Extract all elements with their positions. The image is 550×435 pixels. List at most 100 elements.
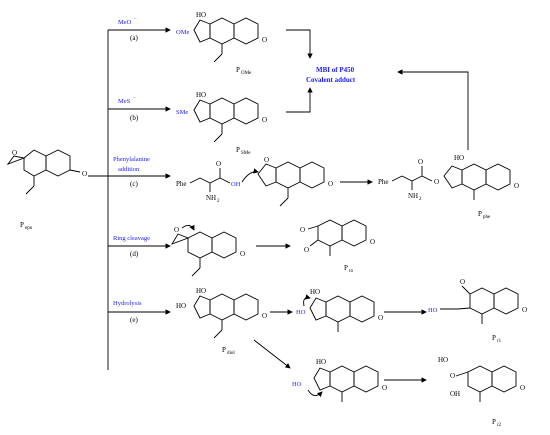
- svg-text:OH: OH: [231, 181, 241, 188]
- svg-text:P: P: [236, 146, 240, 154]
- svg-text:O: O: [460, 278, 465, 286]
- reagent-phenylalanine: Phenylalanine addition: [113, 156, 150, 173]
- pathway-label-d: (d): [130, 250, 139, 258]
- structure-p-r1: O O HO: [428, 278, 527, 324]
- structure-p-sme: SMe HO O: [176, 91, 267, 143]
- svg-text:Phe: Phe: [378, 178, 389, 186]
- structure-r2-intermediate: HO HO O: [292, 358, 387, 402]
- mbi-label: MBI of P450 Covalent adduct: [306, 66, 356, 84]
- svg-text:O: O: [216, 160, 221, 168]
- svg-text:O: O: [82, 170, 87, 178]
- svg-text:HO: HO: [316, 358, 326, 366]
- svg-text:−: −: [134, 17, 137, 22]
- reagent-meo: MeO −: [118, 17, 137, 26]
- svg-text:HO: HO: [296, 309, 306, 316]
- label-p-ro: P ro: [344, 264, 354, 274]
- structure-p-phe: Phe O O NH 2 HO O: [378, 154, 519, 202]
- svg-text:diol: diol: [227, 351, 235, 356]
- svg-text:phe: phe: [483, 215, 491, 220]
- svg-text:MBI of P450: MBI of P450: [316, 66, 355, 74]
- svg-text:O: O: [240, 250, 245, 258]
- svg-text:O: O: [382, 384, 387, 392]
- svg-text:HO: HO: [454, 154, 464, 162]
- structure-p-r2: HO O O OH: [438, 356, 525, 402]
- svg-text:O: O: [174, 226, 179, 234]
- label-p-ome: P OMe: [236, 66, 252, 76]
- svg-text:P: P: [222, 346, 226, 354]
- svg-text:O: O: [264, 156, 269, 164]
- svg-text:P: P: [478, 210, 482, 218]
- svg-text:O: O: [262, 116, 267, 124]
- svg-text:2: 2: [419, 197, 422, 202]
- svg-text:O: O: [418, 158, 423, 166]
- svg-text:OMe: OMe: [241, 71, 252, 76]
- svg-text:OMe: OMe: [176, 29, 189, 36]
- svg-text:HO: HO: [310, 288, 320, 296]
- svg-text:HO: HO: [196, 11, 206, 19]
- svg-text:MeS: MeS: [118, 98, 131, 105]
- pathway-label-e: (e): [130, 316, 138, 324]
- svg-text:O: O: [12, 149, 17, 157]
- label-p-r2: P r2: [492, 418, 502, 428]
- svg-text:P: P: [20, 221, 24, 229]
- label-nh2-intermediate: NH 2: [206, 194, 220, 204]
- structure-p-epo: O O: [6, 149, 87, 195]
- svg-text:P: P: [492, 418, 496, 426]
- label-p-diol: P diol: [222, 346, 235, 356]
- structure-p-diol: HO HO O: [176, 287, 267, 339]
- svg-text:r1: r1: [497, 339, 502, 344]
- svg-text:Phe: Phe: [176, 180, 187, 188]
- structure-ring-cleavage-intermediate: O O: [170, 224, 245, 277]
- svg-text:HO: HO: [196, 91, 206, 99]
- svg-text:HO: HO: [428, 307, 438, 314]
- pathway-label-a: (a): [130, 34, 138, 42]
- label-nh2-product: NH 2: [408, 192, 422, 202]
- svg-text:O: O: [262, 36, 267, 44]
- branch-lines: [88, 27, 171, 370]
- svg-text:r2: r2: [497, 423, 502, 428]
- svg-text:O: O: [378, 314, 383, 322]
- svg-text:P: P: [236, 66, 240, 74]
- mbi-arrows: [286, 29, 469, 150]
- svg-text:Phenylalanine: Phenylalanine: [113, 156, 150, 163]
- svg-text:O: O: [328, 180, 333, 188]
- svg-text:O: O: [304, 246, 309, 254]
- pathway-label-b: (b): [130, 114, 139, 122]
- structure-r1-intermediate: HO HO O: [296, 288, 383, 332]
- svg-text:Covalent adduct: Covalent adduct: [306, 76, 356, 84]
- svg-text:HO: HO: [196, 287, 206, 295]
- structure-p-ome: OMe HO O: [176, 11, 267, 63]
- structure-p-ro: O O O: [300, 219, 375, 256]
- svg-text:NH: NH: [206, 194, 216, 202]
- svg-text:SMe: SMe: [241, 151, 251, 156]
- svg-text:SMe: SMe: [176, 109, 188, 116]
- svg-text:O: O: [300, 226, 305, 234]
- reagent-mes: MeS −: [118, 96, 136, 105]
- pathway-label-c: (c): [130, 180, 138, 188]
- svg-text:HO: HO: [292, 381, 302, 388]
- svg-text:O: O: [522, 306, 527, 314]
- svg-text:OH: OH: [450, 390, 460, 398]
- svg-text:O: O: [450, 372, 455, 380]
- label-p-phe: P phe: [478, 210, 491, 220]
- label-p-sme: P SMe: [236, 146, 251, 156]
- svg-text:O: O: [520, 384, 525, 392]
- svg-text:epo: epo: [25, 226, 33, 231]
- svg-text:addition: addition: [118, 166, 140, 173]
- svg-text:O: O: [370, 238, 375, 246]
- svg-text:2: 2: [217, 199, 220, 204]
- svg-text:O: O: [262, 312, 267, 320]
- reagent-hydrolysis: Hydrolysis: [113, 300, 142, 307]
- svg-text:NH: NH: [408, 192, 418, 200]
- label-p-r1: P r1: [492, 334, 502, 344]
- svg-text:O: O: [434, 178, 439, 186]
- svg-text:P: P: [492, 334, 496, 342]
- structure-phe-intermediate: Phe O OH NH 2 O O: [176, 156, 333, 207]
- svg-text:MeO: MeO: [118, 19, 132, 26]
- svg-text:ro: ro: [349, 269, 354, 274]
- svg-text:HO: HO: [438, 356, 448, 364]
- svg-text:O: O: [514, 182, 519, 190]
- reagent-ring-cleavage: Ring cleavage: [113, 235, 150, 242]
